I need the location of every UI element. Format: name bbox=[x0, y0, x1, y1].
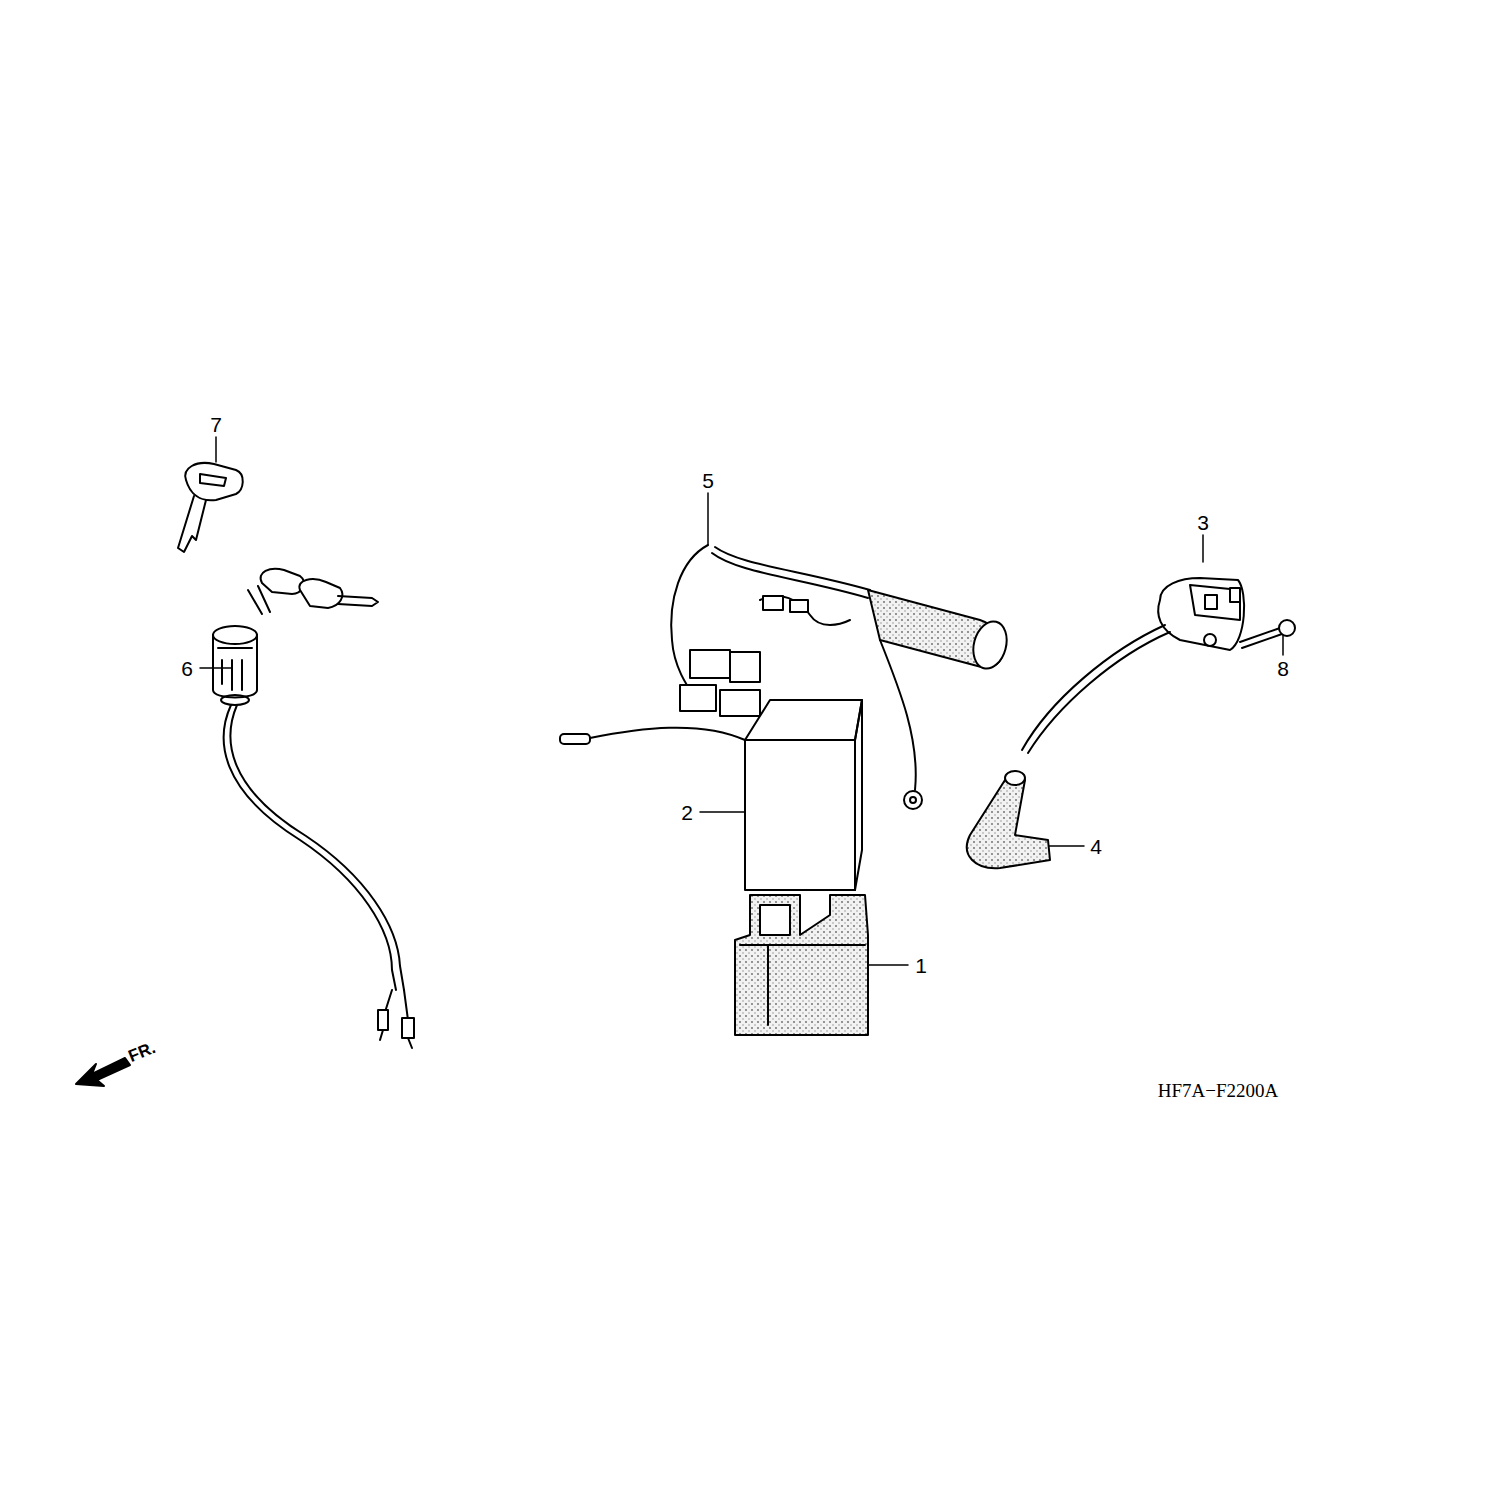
bolt bbox=[1240, 620, 1295, 648]
spare-key bbox=[178, 463, 243, 552]
cdi-unit bbox=[560, 700, 862, 890]
callout-number: 1 bbox=[915, 955, 927, 976]
callout-number: 5 bbox=[702, 470, 714, 491]
callout-number: 8 bbox=[1277, 658, 1289, 679]
cdi-holder bbox=[735, 895, 868, 1035]
spark-plug-cap bbox=[967, 771, 1050, 868]
callout-number: 6 bbox=[181, 658, 193, 679]
ignition-coil bbox=[1022, 578, 1244, 753]
diagram-code: HF7A−F2200A bbox=[1158, 1081, 1279, 1100]
front-mark: FR. bbox=[126, 1039, 158, 1065]
callout-number: 4 bbox=[1090, 836, 1102, 857]
callout-number: 7 bbox=[210, 414, 222, 435]
callout-number: 2 bbox=[681, 802, 693, 823]
ignition-switch bbox=[213, 569, 414, 1048]
front-arrow bbox=[76, 1058, 130, 1086]
callout-number: 3 bbox=[1197, 512, 1209, 533]
